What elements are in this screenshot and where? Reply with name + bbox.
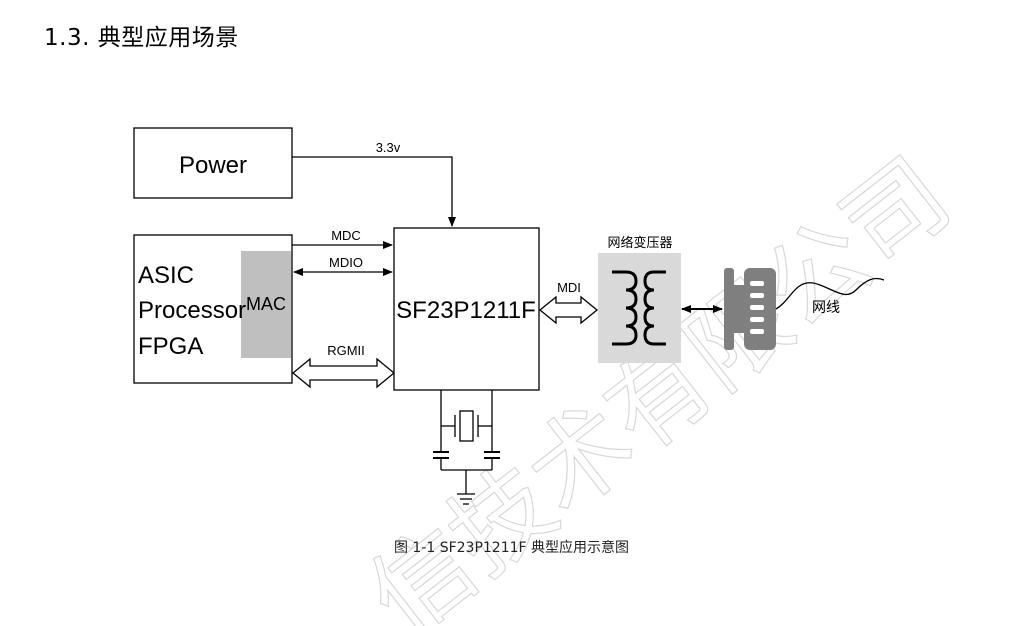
- cable-label: 网线: [812, 299, 840, 315]
- mdi-bus-arrow: [538, 295, 599, 325]
- host-block: ASIC Processor FPGA MAC: [133, 234, 293, 384]
- section-title: 1.3. 典型应用场景: [44, 25, 239, 51]
- voltage-label: 3.3v: [376, 140, 401, 155]
- cable-line: [775, 277, 885, 310]
- rgmii-label: RGMII: [327, 343, 365, 358]
- host-line-1: ASIC: [138, 262, 194, 289]
- transformer-block: [598, 253, 681, 363]
- host-line-3: FPGA: [138, 333, 203, 360]
- mdi-label: MDI: [557, 280, 581, 295]
- mdc-label: MDC: [331, 228, 361, 243]
- transformer-coil-left: [612, 270, 638, 346]
- figure-caption: 图 1-1 SF23P1211F 典型应用示意图: [393, 540, 630, 556]
- rgmii-bus-arrow: [291, 357, 396, 389]
- mac-label: MAC: [246, 294, 286, 314]
- phy-chip: SF23P1211F: [393, 227, 540, 391]
- crystal-circuit: [433, 390, 500, 505]
- host-line-2: Processor: [138, 297, 246, 324]
- rj45-connector: [724, 268, 885, 350]
- power-label: Power: [179, 152, 247, 179]
- mdio-label: MDIO: [329, 255, 363, 270]
- transformer-label: 网络变压器: [607, 235, 672, 250]
- power-line: [292, 156, 456, 227]
- mac-block: [241, 251, 291, 358]
- phy-chip-label: SF23P1211F: [396, 297, 536, 324]
- power-block: Power: [133, 127, 293, 199]
- transformer-coil-right: [643, 270, 666, 346]
